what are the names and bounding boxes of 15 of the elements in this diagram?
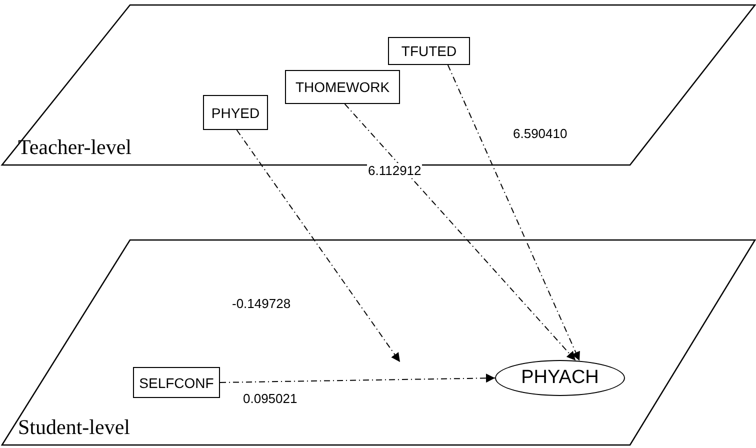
coefficient-label: -0.149728 (231, 296, 292, 311)
level-title: Student-level (18, 415, 130, 440)
level-title: Teacher-level (18, 135, 132, 160)
variable-box: PHYED (203, 95, 268, 130)
coefficient-label: 0.095021 (242, 391, 298, 406)
arrow (344, 104, 576, 361)
coefficient-label: 6.112912 (367, 163, 422, 178)
variable-box: TFUTED (388, 37, 470, 65)
arrow (447, 64, 580, 362)
arrow (220, 374, 496, 383)
coefficient-label: 6.590410 (512, 126, 568, 141)
variable-box: SELFCONF (133, 367, 220, 398)
variable-box: THOMEWORK (285, 70, 400, 104)
arrow (236, 130, 400, 362)
outcome-ellipse: PHYACH (495, 360, 625, 396)
